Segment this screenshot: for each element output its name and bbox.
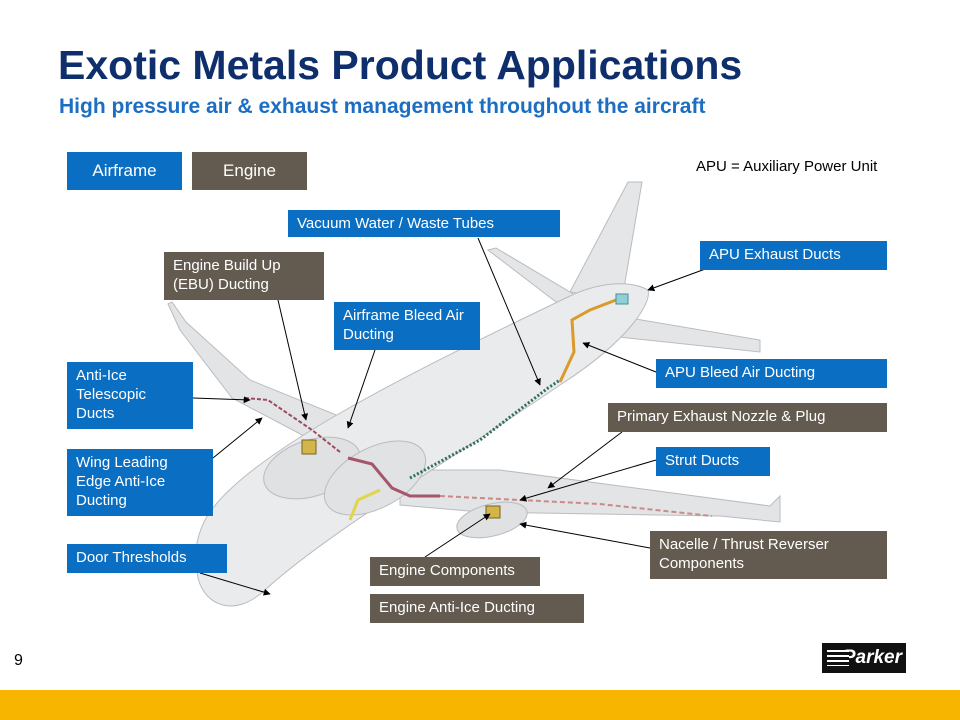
label-door-thresholds: Door Thresholds: [67, 544, 227, 573]
legend-airframe: Airframe: [67, 152, 182, 190]
right-engine-nacelle: [456, 501, 528, 539]
logo-text: Parker: [842, 647, 902, 668]
leader-apu-bleed: [582, 342, 657, 373]
leader-anti-ice-telescopic: [192, 396, 251, 404]
legend-engine: Engine: [192, 152, 307, 190]
page-number: 9: [14, 652, 23, 669]
leader-primary-exhaust: [547, 431, 623, 489]
left-wing-anti-ice-duct: [244, 397, 341, 453]
leader-wing-leading-edge: [212, 417, 263, 459]
page-subtitle: High pressure air & exhaust management t…: [59, 95, 706, 118]
label-anti-ice-telescopic: Anti-Ice Telescopic Ducts: [67, 362, 193, 429]
engine-bleed-duct: [348, 488, 381, 521]
left-horizontal-stabilizer: [486, 247, 582, 306]
label-wing-leading-edge: Wing Leading Edge Anti-Ice Ducting: [67, 449, 213, 516]
right-wing-anti-ice-duct: [439, 495, 713, 517]
label-primary-exhaust: Primary Exhaust Nozzle & Plug: [608, 403, 887, 432]
label-strut-ducts: Strut Ducts: [656, 447, 770, 476]
apu-bleed-duct: [558, 298, 617, 383]
label-ebu-ducting: Engine Build Up (EBU) Ducting: [164, 252, 324, 300]
leader-nacelle: [519, 521, 651, 549]
label-apu-bleed: APU Bleed Air Ducting: [656, 359, 887, 388]
label-engine-anti-ice: Engine Anti-Ice Ducting: [370, 594, 584, 623]
parker-logo: Parker: [822, 643, 906, 673]
label-apu-exhaust: APU Exhaust Ducts: [700, 241, 887, 270]
left-wing: [167, 301, 380, 456]
leader-lines: [192, 237, 709, 596]
label-vacuum-water: Vacuum Water / Waste Tubes: [288, 210, 560, 237]
vertical-stabilizer: [569, 181, 643, 301]
leader-ebu: [277, 299, 308, 421]
label-nacelle: Nacelle / Thrust Reverser Components: [650, 531, 887, 579]
label-airframe-bleed: Airframe Bleed Air Ducting: [334, 302, 480, 350]
ducting-system: [244, 293, 713, 521]
left-engine-component: [301, 439, 317, 455]
label-engine-components: Engine Components: [370, 557, 540, 586]
bleed-air-duct: [347, 456, 440, 498]
leader-airframe-bleed: [346, 349, 376, 429]
apu-definition-note: APU = Auxiliary Power Unit: [696, 158, 878, 175]
leader-vacuum-water: [477, 237, 541, 386]
leader-strut-ducts: [519, 459, 657, 502]
right-engine-component: [485, 505, 501, 519]
logo-stripes-icon: [827, 650, 849, 666]
footer-bar: [0, 690, 960, 720]
leader-door-thresholds: [199, 572, 271, 596]
vacuum-waste-tube: [409, 378, 561, 480]
leader-apu-exhaust: [647, 267, 709, 292]
fuselage: [195, 283, 649, 607]
leader-engine-components: [424, 513, 491, 558]
apu-exhaust-component: [615, 293, 629, 305]
page-title: Exotic Metals Product Applications: [58, 42, 743, 88]
